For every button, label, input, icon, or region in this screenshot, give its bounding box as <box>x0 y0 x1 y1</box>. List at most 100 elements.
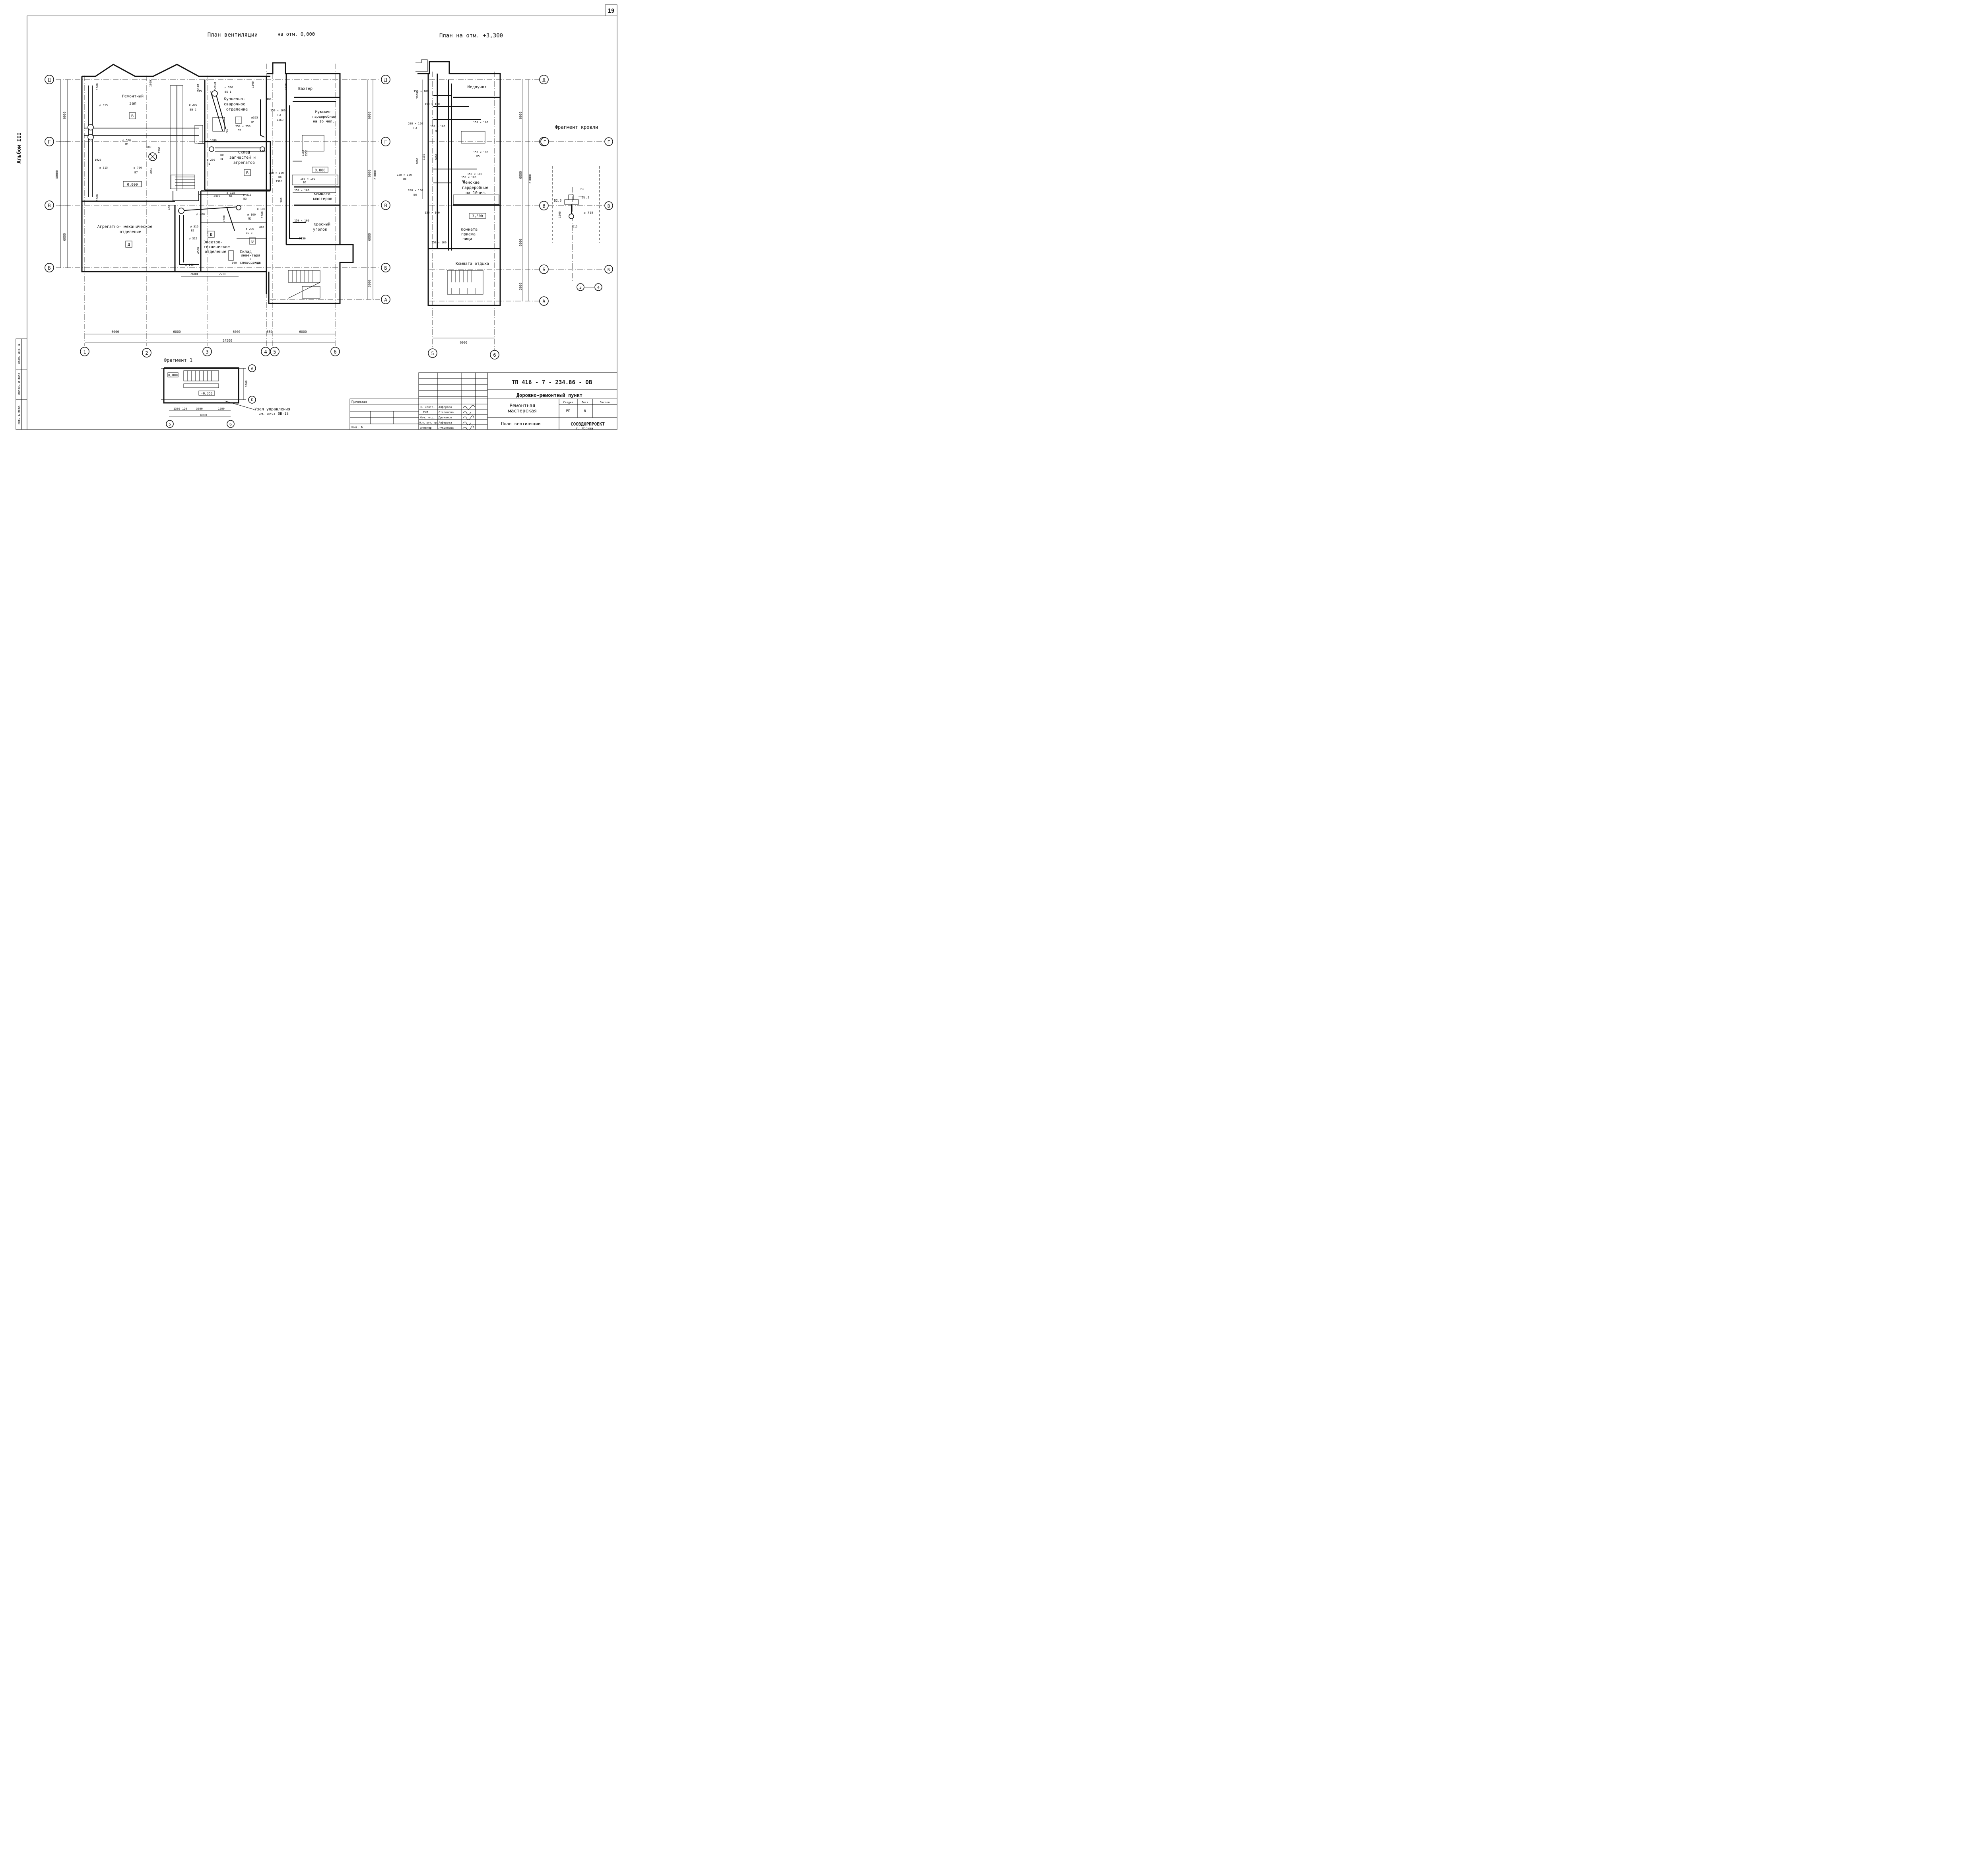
svg-text:П3: П3 <box>414 126 417 130</box>
svg-text:В6: В6 <box>414 193 417 196</box>
svg-text:3800: 3800 <box>416 92 419 99</box>
svg-text:Алферова: Алферова <box>439 421 452 424</box>
svg-text:на 10чел.: на 10чел. <box>466 191 487 195</box>
svg-text:В5: В5 <box>403 177 406 181</box>
svg-text:В2.1: В2.1 <box>582 196 589 199</box>
svg-text:200 × 150: 200 × 150 <box>408 122 423 125</box>
svg-text:см. лист ОВ-13: см. лист ОВ-13 <box>258 412 289 416</box>
svg-text:3,300: 3,300 <box>472 214 483 218</box>
svg-text:Б: Б <box>251 398 253 402</box>
svg-text:4500: 4500 <box>197 247 200 254</box>
svg-text:Инженер: Инженер <box>420 426 432 430</box>
roof-fragment: В2 Г Г В Б 3 4 В2.3 В2.1 ø 315 1500 615 <box>540 137 613 291</box>
svg-text:Д: Д <box>210 233 212 237</box>
svg-text:уголок: уголок <box>313 227 327 232</box>
svg-text:Склад: Склад <box>238 150 250 155</box>
svg-text:6000: 6000 <box>460 341 467 344</box>
svg-text:РП: РП <box>566 409 571 413</box>
svg-text:ø 250: ø 250 <box>207 158 215 161</box>
svg-text:ø 100: ø 100 <box>257 208 265 211</box>
svg-text:1300: 1300 <box>251 82 254 88</box>
svg-text:спецодежды: спецодежды <box>240 261 261 265</box>
svg-text:400: 400 <box>168 205 171 210</box>
svg-text:Б: Б <box>608 267 610 272</box>
svg-text:В2.3: В2.3 <box>554 199 561 202</box>
album-label: Альбом III <box>16 132 22 163</box>
svg-text:Красный: Красный <box>314 222 330 227</box>
svg-text:6000: 6000 <box>519 111 522 119</box>
svg-text:Б: Б <box>48 265 50 271</box>
svg-text:Лист: Лист <box>582 401 588 404</box>
svg-text:Г: Г <box>384 139 387 145</box>
svg-text:В5: В5 <box>476 155 480 158</box>
svg-text:СОЮЗДОРПРОЕКТ: СОЮЗДОРПРОЕКТ <box>571 422 605 427</box>
svg-text:Ремонтный: Ремонтный <box>122 94 144 99</box>
svg-text:Г: Г <box>608 140 610 145</box>
svg-text:П3: П3 <box>278 113 281 117</box>
title-block: ТП 416 - 7 - 234.86 - ОВ Дорожно-ремонтн… <box>349 372 617 430</box>
svg-text:агрегатов: агрегатов <box>233 161 255 165</box>
right-axis-bubbles: Д Г В Б А 5 6 <box>428 75 549 360</box>
svg-text:1800: 1800 <box>210 139 217 142</box>
svg-text:гардеробные: гардеробные <box>462 185 488 190</box>
svg-text:Лукьянова: Лукьянова <box>439 426 454 430</box>
svg-text:150 × 100: 150 × 100 <box>270 109 285 112</box>
svg-text:П3: П3 <box>435 130 438 133</box>
svg-text:1500: 1500 <box>158 147 161 154</box>
svg-text:2600: 2600 <box>190 272 198 276</box>
svg-text:ø 315: ø 315 <box>99 104 108 107</box>
svg-text:инвентаря: инвентаря <box>241 254 260 258</box>
svg-text:Комната отдыха: Комната отдыха <box>456 262 489 266</box>
svg-text:сварочное: сварочное <box>224 102 245 107</box>
left-plan-dimensions: 6000 6000 18000 6000 6000 6000 21000 300… <box>55 80 377 342</box>
svg-text:1500: 1500 <box>218 407 225 410</box>
right-plan-rooms: Медпункт Женские гардеробные на 10чел. К… <box>456 85 489 266</box>
svg-text:2500: 2500 <box>223 216 226 222</box>
svg-text:ø 315: ø 315 <box>190 225 198 228</box>
sheet-frame <box>27 16 617 430</box>
svg-text:запчастей и: запчастей и <box>229 155 256 160</box>
side-stamp-inv: Инв. № подл. <box>17 404 21 425</box>
svg-text:План вентиляции: План вентиляции <box>501 421 540 426</box>
svg-text:П1: П1 <box>207 162 210 165</box>
svg-text:500: 500 <box>232 261 237 264</box>
svg-text:1300: 1300 <box>149 80 152 87</box>
svg-text:5: 5 <box>169 422 171 427</box>
svg-text:6000: 6000 <box>368 233 371 241</box>
svg-text:В: В <box>131 114 134 119</box>
svg-text:Д: Д <box>542 77 546 83</box>
svg-text:580: 580 <box>267 330 273 334</box>
svg-text:ВЕ I: ВЕ I <box>225 90 231 93</box>
svg-text:П2: П2 <box>238 129 241 132</box>
svg-text:Степанова: Степанова <box>439 411 454 414</box>
svg-text:150 × 100: 150 × 100 <box>425 103 440 106</box>
plan-right-title: План на отм. +3,300 <box>439 33 503 39</box>
side-stamp-sign: Подпись и дата <box>17 373 21 396</box>
svg-text:Нач. отд.: Нач. отд. <box>420 416 435 419</box>
svg-text:Кузнечно-: Кузнечно- <box>224 97 245 101</box>
svg-text:6000: 6000 <box>519 239 522 246</box>
svg-text:6000: 6000 <box>519 171 522 179</box>
svg-text:Г: Г <box>237 119 240 123</box>
svg-text:ø 200: ø 200 <box>246 227 254 231</box>
svg-text:150 × 100: 150 × 100 <box>269 171 284 175</box>
svg-text:6: 6 <box>493 352 496 358</box>
svg-text:ø 200: ø 200 <box>189 103 197 107</box>
svg-text:ø 300: ø 300 <box>225 86 233 89</box>
svg-text:Комната: Комната <box>461 227 478 232</box>
svg-text:2500: 2500 <box>214 82 217 89</box>
svg-text:3: 3 <box>579 286 582 290</box>
svg-text:В: В <box>542 203 545 209</box>
svg-text:1500: 1500 <box>558 212 561 218</box>
svg-text:1: 1 <box>83 349 86 355</box>
svg-text:2: 2 <box>145 350 148 356</box>
roof-fragment-title: Фрагмент кровли <box>555 124 598 130</box>
svg-text:В2: В2 <box>580 187 584 191</box>
svg-text:2155: 2155 <box>422 154 425 161</box>
plan-left-title: План вентиляции <box>208 32 258 38</box>
svg-text:мастеров: мастеров <box>313 197 332 201</box>
svg-text:150 × 100: 150 × 100 <box>425 211 440 214</box>
svg-text:6000: 6000 <box>63 233 66 241</box>
svg-text:пищи: пищи <box>462 237 472 241</box>
svg-text:и: и <box>249 257 251 261</box>
